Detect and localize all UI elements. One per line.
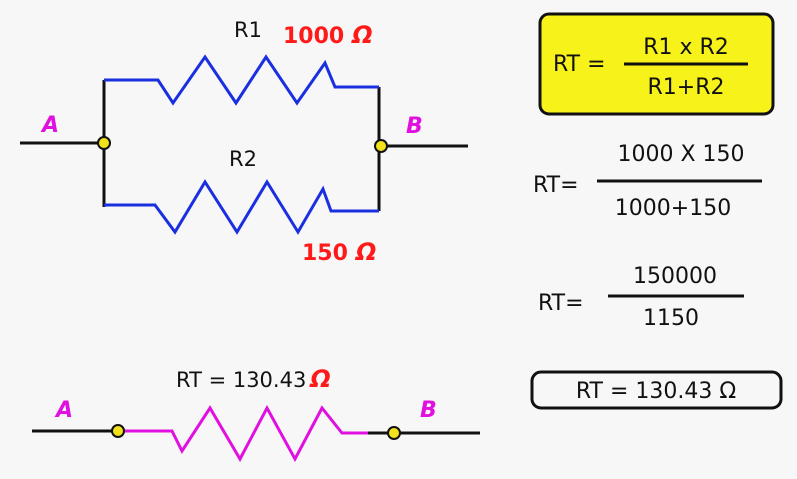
node-b <box>374 139 388 153</box>
node-b-label: B <box>406 114 423 139</box>
calc-step-1: RT= 1000 X 150 1000+150 <box>533 142 762 221</box>
step2-numerator: 150000 <box>633 264 717 289</box>
node-a <box>97 136 111 150</box>
calc-step-2: RT= 150000 1150 <box>538 264 744 331</box>
eq-resistance-text: RT = 130.43 <box>176 368 306 392</box>
eq-ohm-symbol: Ω <box>308 365 330 393</box>
r2-branch <box>104 179 379 235</box>
result-box: RT = 130.43 Ω <box>530 370 783 410</box>
eq-node-b <box>387 426 401 440</box>
r1-value-number: 1000 <box>283 24 344 49</box>
equivalent-resistor <box>118 404 368 463</box>
step1-lhs: RT= <box>533 173 579 198</box>
r1-branch <box>104 54 379 106</box>
r2-value-number: 150 <box>302 241 348 266</box>
formula-box: RT = R1 x R2 R1+R2 <box>538 12 775 116</box>
result-box-bg <box>530 370 783 410</box>
eq-node-b-label: B <box>420 398 437 423</box>
r2-label: R2 <box>229 147 257 171</box>
formula-numerator: R1 x R2 <box>643 35 729 60</box>
result-text: RT = 130.43 Ω <box>576 379 736 404</box>
step1-numerator: 1000 X 150 <box>617 142 744 167</box>
formula-denominator: R1+R2 <box>648 75 725 100</box>
eq-node-a-label: A <box>54 398 73 423</box>
formula-lhs: RT = <box>553 52 606 77</box>
step2-lhs: RT= <box>538 291 584 316</box>
node-a-label: A <box>40 113 59 138</box>
step2-denominator: 1150 <box>643 306 699 331</box>
r2-ohm-symbol: Ω <box>354 238 376 266</box>
eq-node-a <box>111 424 125 438</box>
step1-denominator: 1000+150 <box>615 196 731 221</box>
r1-label: R1 <box>234 18 262 42</box>
r1-ohm-symbol: Ω <box>350 21 372 49</box>
